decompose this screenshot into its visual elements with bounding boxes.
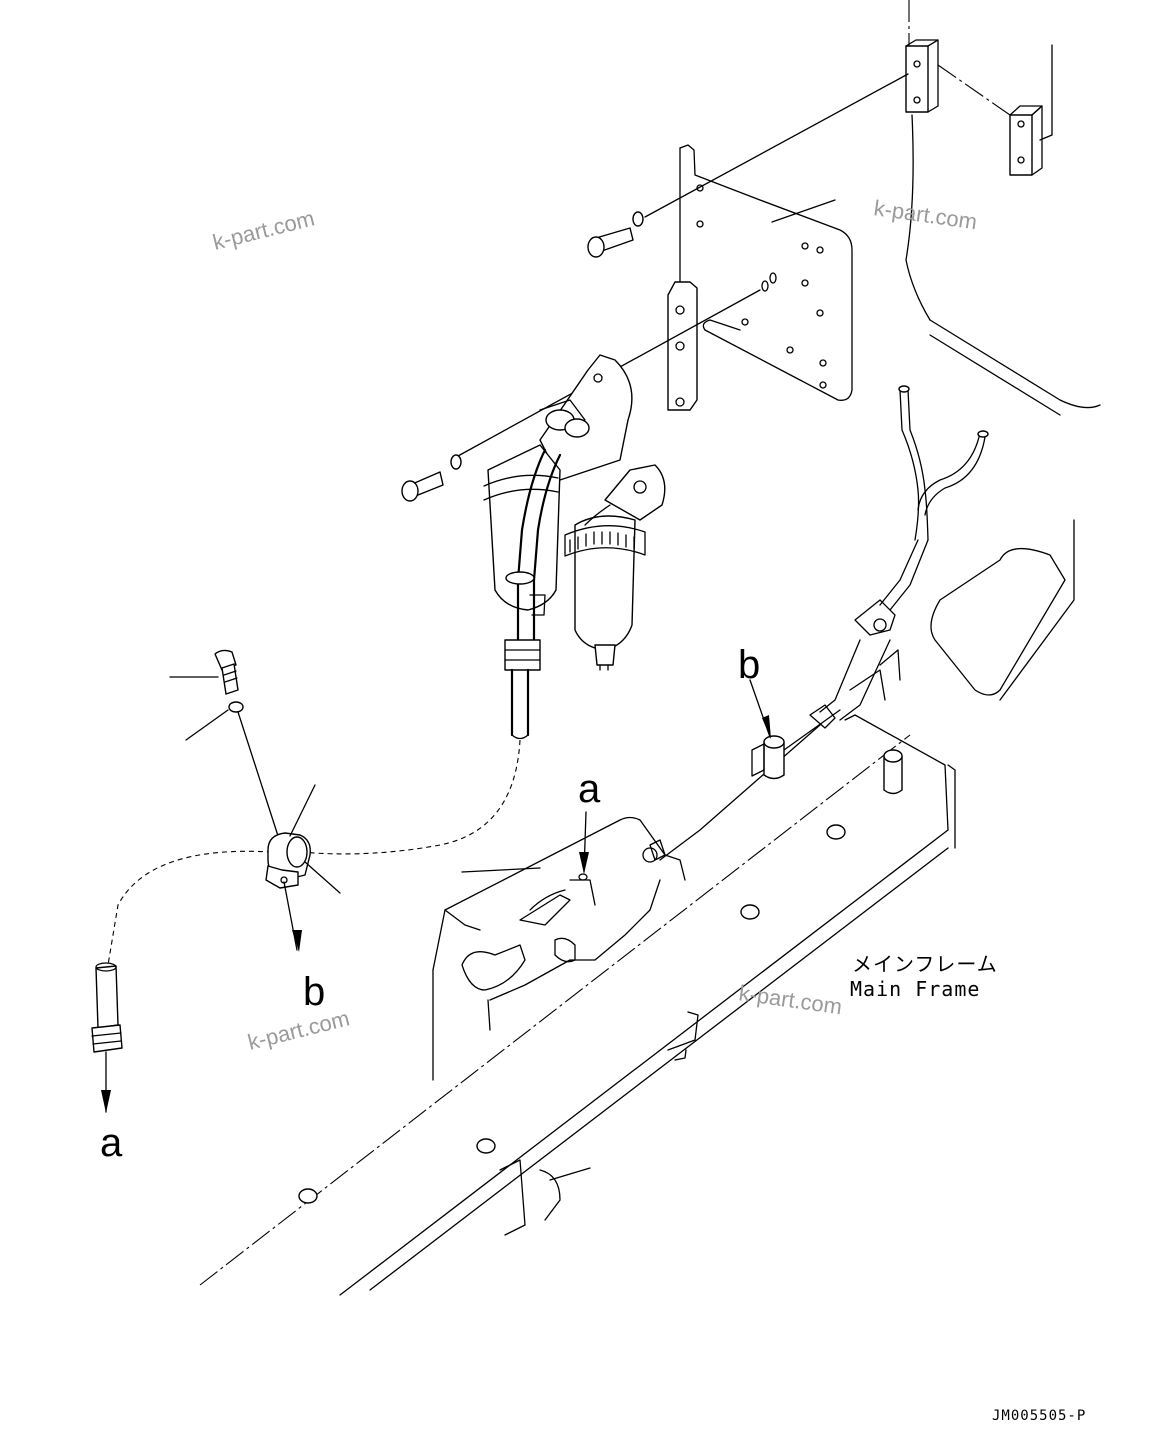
clamp-leader-line-2: [304, 861, 341, 894]
watermark-bottom-left: k-part.com: [245, 1005, 352, 1054]
clamp-leader-line: [289, 784, 316, 837]
filter-mounting-bracket: [679, 144, 853, 401]
callout-a-lower: a: [100, 1121, 123, 1165]
hose-clamp: [265, 832, 311, 889]
main-frame: [199, 714, 956, 1296]
mount-boss-b: [751, 735, 785, 780]
fuel-hose: [299, 448, 562, 855]
arrow-to-a-lower: [101, 1051, 111, 1113]
watermark-top-right: k-part.com: [872, 195, 978, 234]
arrow-to-b-upper: [749, 679, 771, 739]
cab-outline: [905, 0, 1101, 701]
clamp-washer: [228, 701, 244, 713]
washer-leader-line: [185, 709, 229, 741]
drawing-code: JM005505-P: [992, 1408, 1086, 1424]
callout-b-lower: b: [303, 970, 325, 1014]
middle-bolt: [401, 454, 462, 502]
callout-b-upper: b: [738, 643, 760, 687]
fuel-filter-assembly: [483, 354, 666, 671]
watermark-top-left: k-part.com: [210, 205, 317, 254]
hinge-centerline: [937, 64, 1011, 116]
washer-small-2: [769, 272, 777, 284]
right-hoses: [659, 385, 989, 861]
return-hose-dashed: [107, 850, 273, 966]
arrow-to-b-lower: [283, 881, 302, 952]
watermark-bottom-right: k-part.com: [737, 980, 843, 1019]
clamp-bolt-centerline: [237, 711, 281, 843]
arrow-to-a-upper: [578, 811, 589, 881]
hose-end-fitting: [91, 962, 123, 1053]
tank-leader-line: [461, 867, 541, 873]
frame-tank: [432, 816, 686, 1081]
clamp-bolt: [214, 649, 239, 695]
main-frame-label-japanese: メインフレーム: [852, 952, 998, 976]
main-frame-label-english: Main Frame: [850, 977, 980, 1001]
callout-a-upper: a: [578, 767, 601, 811]
bracket-leader-line: [771, 199, 836, 223]
hinge-block-left: [905, 39, 939, 113]
frame-boss: [298, 749, 903, 1204]
strap-plate: [667, 281, 698, 411]
upper-bolt: [587, 73, 909, 258]
washer-small: [761, 280, 769, 292]
hinge-block-right: [1009, 105, 1043, 176]
